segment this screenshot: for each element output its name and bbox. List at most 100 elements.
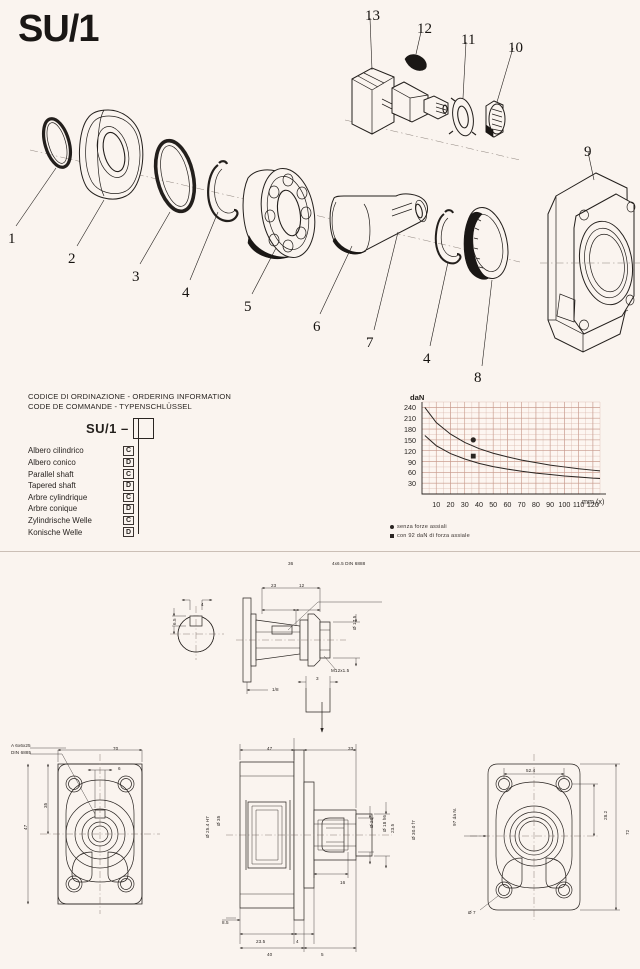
tapered-shaft-side-view-dimension: 3 xyxy=(316,676,319,681)
chart-plot-area: .gmin { stroke:#d9b9ae; stroke-width:0.4… xyxy=(421,401,606,495)
pump-section-view-dimension: 16 xyxy=(340,880,346,885)
pump-section-view-dimension: Ø 18 h6 xyxy=(382,814,387,832)
chart-legend-item: senza forze assiali xyxy=(390,522,470,531)
part-3-large-oring xyxy=(153,138,197,214)
rear-flange-view-dimension: 28.2 xyxy=(603,810,608,820)
part-10-lock-nut xyxy=(485,100,506,138)
chart-y-tick: 240 xyxy=(404,403,416,413)
flange-front-view-dimension: A 6x6x25 xyxy=(11,743,31,748)
page-title: SU/1 xyxy=(18,8,99,50)
tapered-shaft-side-view-dimension: 23 xyxy=(271,583,277,588)
chart-x-tick: 90 xyxy=(546,500,555,509)
part-2-seal-carrier xyxy=(78,109,144,200)
part-8-seal-ring xyxy=(463,207,509,280)
ordering-option-code[interactable]: D xyxy=(123,457,134,468)
axial-force-chart: daN mm (x) .gmin { stroke:#d9b9ae; strok… xyxy=(390,393,617,544)
chart-x-tick: 30 xyxy=(460,500,469,509)
callout-number-9: 9 xyxy=(584,144,592,160)
part-7-drive-shaft xyxy=(329,193,428,255)
legend-marker-square-icon xyxy=(390,533,394,538)
ordering-option-label: Zylindrische Welle xyxy=(28,516,92,526)
chart-x-tick: 100 xyxy=(558,500,571,509)
pump-section-view xyxy=(222,738,392,952)
section-divider xyxy=(0,551,640,552)
rear-flange-view-dimension: 72 xyxy=(625,829,630,835)
order-code-input-box[interactable] xyxy=(132,418,154,440)
order-code-stem-line xyxy=(138,419,139,534)
callout-number-13: 13 xyxy=(365,8,380,24)
keyway-section-detail-dimension: 6.5 xyxy=(172,618,177,625)
chart-y-unit-label: daN xyxy=(410,393,425,402)
ordering-information-block: CODICE DI ORDINAZIONE - ORDERING INFORMA… xyxy=(28,392,328,538)
chart-x-tick: 60 xyxy=(503,500,512,509)
callout-number-12: 12 xyxy=(417,21,432,37)
ordering-option-code[interactable]: D xyxy=(123,481,134,491)
ordering-option-label: Tapered shaft xyxy=(28,481,76,491)
ordering-option-code[interactable]: D xyxy=(123,527,134,537)
pump-section-view-dimension: Ø 25.4 H7 xyxy=(205,816,210,838)
ordering-option-code[interactable]: C xyxy=(123,492,134,503)
tapered-shaft-side-view-dimension: M12x1.5 xyxy=(331,668,350,673)
technical-drawing-group: .t { fill:none; stroke:#2a2522; stroke-w… xyxy=(27,587,620,952)
order-code-prefix: SU/1 – xyxy=(86,421,129,437)
ordering-header-line1: CODICE DI ORDINAZIONE - ORDERING INFORMA… xyxy=(28,392,232,401)
tapered-shaft-side-view-dimension: 4x6.5 DIN 6888 xyxy=(332,561,366,566)
flange-front-view xyxy=(27,747,160,914)
ordering-option-row: Parallel shaft C xyxy=(28,468,328,480)
callout-number-6: 6 xyxy=(313,319,321,335)
chart-x-tick: 120 xyxy=(586,500,599,509)
pump-section-view-dimension: 47 xyxy=(267,746,273,751)
part-12-key xyxy=(404,54,427,71)
pump-section-view-dimension: 8.5 xyxy=(222,920,229,925)
chart-x-tick: 40 xyxy=(474,500,483,509)
ordering-option-label: Konische Welle xyxy=(28,527,83,537)
chart-y-tick: 210 xyxy=(404,414,416,424)
chart-curve xyxy=(424,435,601,479)
callout-number-10: 10 xyxy=(508,40,523,56)
chart-y-tick: 180 xyxy=(404,425,416,435)
callout-number-4: 4 xyxy=(182,285,190,301)
part-4-snap-ring-left xyxy=(207,160,239,223)
part-4-snap-ring-right xyxy=(434,209,462,265)
tapered-shaft-side-view-dimension: Ø 17.5 xyxy=(352,615,357,630)
callout-number-11: 11 xyxy=(461,32,476,48)
tapered-shaft-side-view-dimension: 1/8 xyxy=(272,687,279,692)
ordering-option-row: Arbre cylindrique C xyxy=(28,492,328,504)
flange-front-view-dimension: DIN 6885 xyxy=(11,750,32,755)
callout-number-4b: 4 xyxy=(423,351,431,367)
ordering-option-row: Zylindrische Welle C xyxy=(28,515,328,527)
callout-number-2: 2 xyxy=(68,251,76,267)
tapered-shaft-side-view xyxy=(236,587,382,733)
flange-front-view-dimension: 47 xyxy=(23,824,28,830)
callout-number-8: 8 xyxy=(474,370,482,386)
chart-x-tick: 10 xyxy=(432,500,441,509)
chart-y-tick: 60 xyxy=(408,468,416,478)
chart-y-tick: 90 xyxy=(408,457,416,467)
pump-section-view-dimension: 23.5 xyxy=(256,939,266,944)
keyway-section-detail xyxy=(170,599,224,660)
chart-x-unit-label: mm (x) xyxy=(582,497,605,506)
ordering-option-code[interactable]: D xyxy=(123,504,134,514)
ordering-option-label: Arbre cylindrique xyxy=(28,492,88,502)
pump-section-view-dimension: 23.5 xyxy=(390,823,395,833)
chart-x-tick: 20 xyxy=(446,500,455,509)
chart-x-tick: 50 xyxy=(489,500,498,509)
flange-front-view-dimension: 6 xyxy=(118,766,121,771)
ordering-option-code[interactable]: C xyxy=(123,446,134,456)
ordering-option-label: Albero conico xyxy=(28,458,76,468)
tapered-shaft-side-view-dimension: 36 xyxy=(288,561,294,566)
rear-flange-view-dimension: Ø 7 xyxy=(468,910,476,915)
part-1-oring xyxy=(41,117,73,169)
ordering-option-label: Parallel shaft xyxy=(28,469,74,479)
ordering-option-label: Arbre conique xyxy=(28,504,78,514)
pump-section-view-dimension: 4 xyxy=(296,939,299,944)
chart-legend-item: con 92 daN di forza assiale xyxy=(390,531,470,540)
ordering-option-code[interactable]: C xyxy=(123,469,134,479)
ordering-option-row: Konische Welle D xyxy=(28,526,328,538)
ordering-option-code[interactable]: C xyxy=(123,515,134,526)
pump-section-view-dimension: 40 xyxy=(267,952,273,957)
pump-section-view-dimension: Ø 35 xyxy=(216,815,221,826)
flange-front-view-dimension: 35 xyxy=(43,802,48,808)
